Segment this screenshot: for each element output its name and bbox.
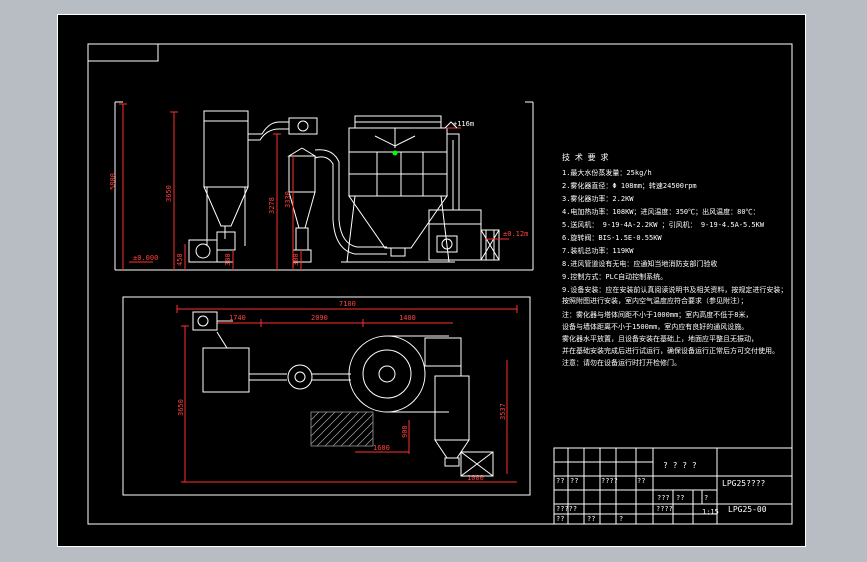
dim-base-d: 300 [292, 253, 300, 266]
dim-right-depth: 3537 [499, 403, 507, 420]
dim-outlet-w: 1000 [467, 474, 484, 482]
title-cell: ?? [556, 515, 564, 523]
dim-block-h: 900 [401, 425, 409, 438]
dim-overall-height: 5800 [109, 173, 117, 190]
cad-drawing: 5800 3650 3278 3330 450 300 300 ±0.000 ±… [57, 14, 806, 547]
tech-note-line: 3.雾化器功率：2.2KW [562, 194, 634, 203]
elevation-dimensions [119, 103, 509, 270]
drawing-number: LPG25-00 [728, 505, 767, 514]
dim-depth: 3650 [177, 399, 185, 416]
title-cell: ?? [676, 494, 684, 502]
title-cell: ???? [656, 505, 673, 513]
tech-notes-heading: 技 术 要 求 [562, 152, 608, 162]
duct-and-fan [248, 117, 318, 141]
heater-and-blower [428, 209, 500, 261]
tech-note-line: 按照附图进行安装，室内空气温度应符合要求（参见附注）； [562, 296, 748, 305]
tech-note-line: 7.装机总功率：119KW [562, 246, 634, 255]
corner-tag-box [88, 44, 159, 62]
tech-note-line: 9.控制方式：PLC自动控制系统。 [562, 272, 667, 281]
title-cell: ? [704, 494, 708, 502]
title-cell: ??? [657, 494, 670, 502]
dim-seg-1: 1740 [229, 314, 246, 322]
tech-note-line: 雾化器水平放置，且设备安装在基础上，地面应平整且无振动， [562, 334, 758, 343]
title-cell: ?? [570, 477, 578, 485]
filter-plan [202, 347, 250, 393]
tower-plan [348, 335, 426, 413]
outer-border [57, 14, 806, 547]
title-cell: ????? [556, 505, 577, 513]
tech-note-line: 注意：请勿在设备运行时打开检修门。 [562, 358, 681, 367]
model-title: LPG25???? [722, 479, 766, 488]
dim-support-height: 3278 [268, 197, 276, 214]
technical-notes: 技 术 要 求 1.最大水份蒸发量：25kg/h 2.雾化器直径：Φ 108mm… [562, 152, 787, 367]
tech-note-line: 2.雾化器直径：Φ 108mm；转速24500rpm [562, 181, 697, 190]
drawing-name: ? ? ? ? [663, 461, 697, 470]
plan-frame [122, 296, 531, 496]
title-cell: ?? [637, 477, 645, 485]
tech-note-line: 8.进风管道设有无电：应通知当地消防支部门验收 [562, 259, 717, 268]
cyclone [287, 147, 387, 263]
tech-note-line: 1.最大水份蒸发量：25kg/h [562, 168, 652, 177]
cyclone-plan [287, 364, 313, 390]
tech-note-line: 注：雾化器与塔体间距不小于1000mm；室内高度不低于8米， [562, 310, 753, 319]
tech-note-line: 4.电加热功率：108KW；进风温度：350℃；出风温度：80℃： [562, 207, 760, 216]
tech-note-line: 并在基础安装完成后进行试运行，确保设备运行正常后方可交付使用。 [562, 346, 779, 355]
hatched-block [310, 411, 374, 447]
dim-seg-3: 1400 [399, 314, 416, 322]
dim-block-w: 1600 [373, 444, 390, 452]
top-level-label: +116m [453, 120, 474, 128]
tech-note-line: 5.送风机： 9-19-4A-2.2KW ；引风机： 9-19-4.5A-5.5… [562, 220, 765, 229]
elevation-view: 5800 3650 3278 3330 450 300 300 ±0.000 ±… [109, 101, 534, 271]
heater-plan [434, 375, 470, 441]
title-cell: ???? [601, 477, 618, 485]
dim-overall-width: 7100 [339, 300, 356, 308]
bag-filter [188, 110, 249, 263]
plan-view: 7100 1740 2090 1400 3650 3537 900 1600 1… [122, 296, 531, 496]
title-cell: ?? [587, 515, 595, 523]
dim-base-c: 300 [224, 253, 232, 266]
tech-note-line: 6.旋转阀：BIS-1.5E-0.55KW [562, 233, 662, 242]
dim-cyclone-height: 3650 [165, 185, 173, 202]
title-block: ? ? ? ? LPG25???? LPG25-00 1:15 ?? ?? ??… [553, 447, 793, 525]
dim-base-b: 450 [176, 253, 184, 266]
drawing-sheet: 5800 3650 3278 3330 450 300 300 ±0.000 ±… [57, 14, 806, 547]
dim-seg-2: 2090 [311, 314, 328, 322]
drying-tower [341, 115, 460, 263]
inner-border [87, 43, 793, 525]
ground-level-label: ±0.000 [133, 254, 158, 262]
tech-note-line: 设备与墙体距离不小于1500mm，室内应有良好的通风设施。 [562, 322, 748, 331]
drawing-scale: 1:15 [702, 508, 719, 516]
title-cell: ?? [556, 477, 564, 485]
title-cell: ? [619, 515, 623, 523]
dim-drop-height: 3330 [284, 191, 292, 208]
outlet-level-label: ±0.12m [503, 230, 528, 238]
tech-note-line: 9.设备安装：应在安装前认真阅读说明书及相关资料，按规定进行安装； [562, 285, 787, 294]
atomizer-marker [392, 150, 398, 156]
